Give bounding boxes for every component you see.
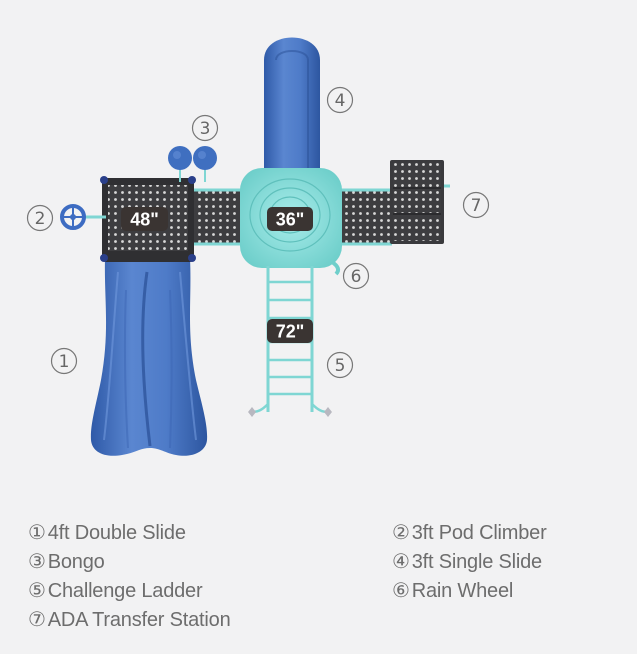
rain-wheel [330,260,341,276]
legend-label: Bongo [47,551,105,573]
legend-number: ① [28,522,46,544]
height-tag-72: 72" [267,319,313,343]
legend-label: Challenge Ladder [47,580,203,602]
svg-text:72": 72" [276,322,305,342]
bongo [168,146,217,182]
legend-number: ⑥ [392,580,410,602]
playground-diagram: 48" 36" 72" 1 2 3 4 5 6 7 [26,37,490,456]
single-slide [264,37,320,178]
svg-text:4: 4 [335,91,346,111]
callout-4: 4 [326,86,354,114]
legend-label: Rain Wheel [411,580,514,602]
svg-text:48": 48" [130,210,159,230]
callout-2: 2 [26,204,54,232]
ada-transfer-station [390,160,450,244]
double-slide [90,258,208,456]
svg-text:2: 2 [35,209,46,229]
legend-number: ③ [28,551,46,573]
callout-6: 6 [342,262,370,290]
legend-label: 3ft Single Slide [411,551,542,573]
svg-text:1: 1 [59,352,70,372]
legend-number: ② [392,522,410,544]
legend-number: ⑦ [28,609,46,631]
legend-label: 3ft Pod Climber [411,522,547,544]
bridge-left [194,188,244,246]
bridge-right [340,188,392,246]
svg-text:5: 5 [335,356,346,376]
legend-number: ⑤ [28,580,46,602]
callout-5: 5 [326,351,354,379]
svg-text:3: 3 [200,119,211,139]
pod-climber [60,204,106,230]
legend-number: ④ [392,551,410,573]
callout-3: 3 [191,114,219,142]
callout-7: 7 [462,191,490,219]
height-tag-36: 36" [267,207,313,231]
svg-text:6: 6 [351,267,362,287]
svg-text:36": 36" [276,210,305,230]
height-tag-48: 48" [121,207,168,231]
callout-1: 1 [50,347,78,375]
legend-label: 4ft Double Slide [47,522,186,544]
svg-text:7: 7 [471,196,482,216]
legend-label: ADA Transfer Station [47,609,231,631]
